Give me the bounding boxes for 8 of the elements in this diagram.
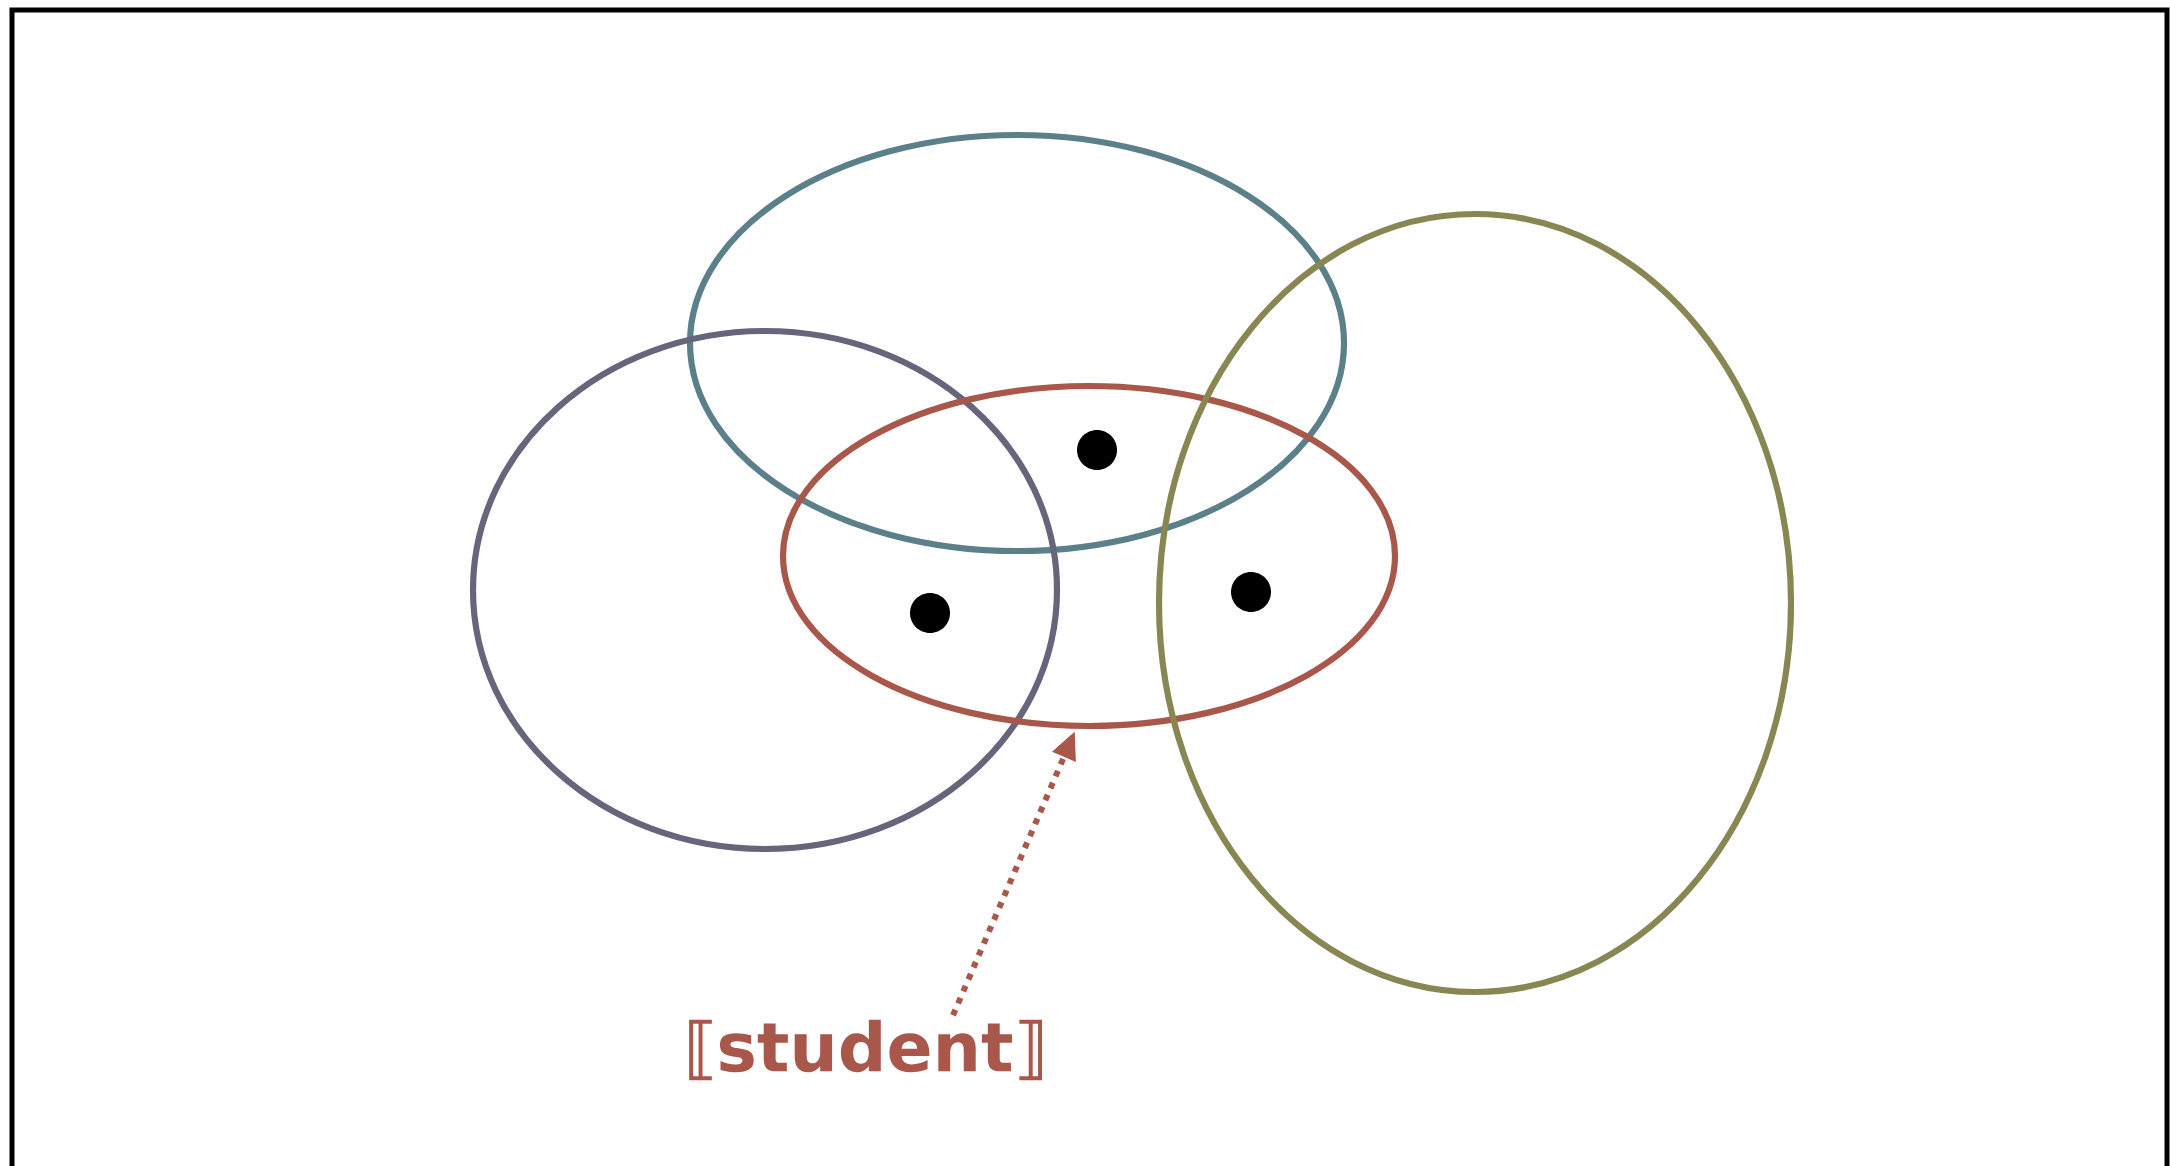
ellipse xyxy=(686,131,1348,555)
ellipse xyxy=(1155,210,1795,996)
ellipse xyxy=(469,327,1061,853)
label-text: ⟦student⟧ xyxy=(689,1019,1043,1081)
dot xyxy=(1231,572,1271,612)
ellipse xyxy=(779,382,1399,730)
dot xyxy=(910,593,950,633)
dot xyxy=(1077,430,1117,470)
